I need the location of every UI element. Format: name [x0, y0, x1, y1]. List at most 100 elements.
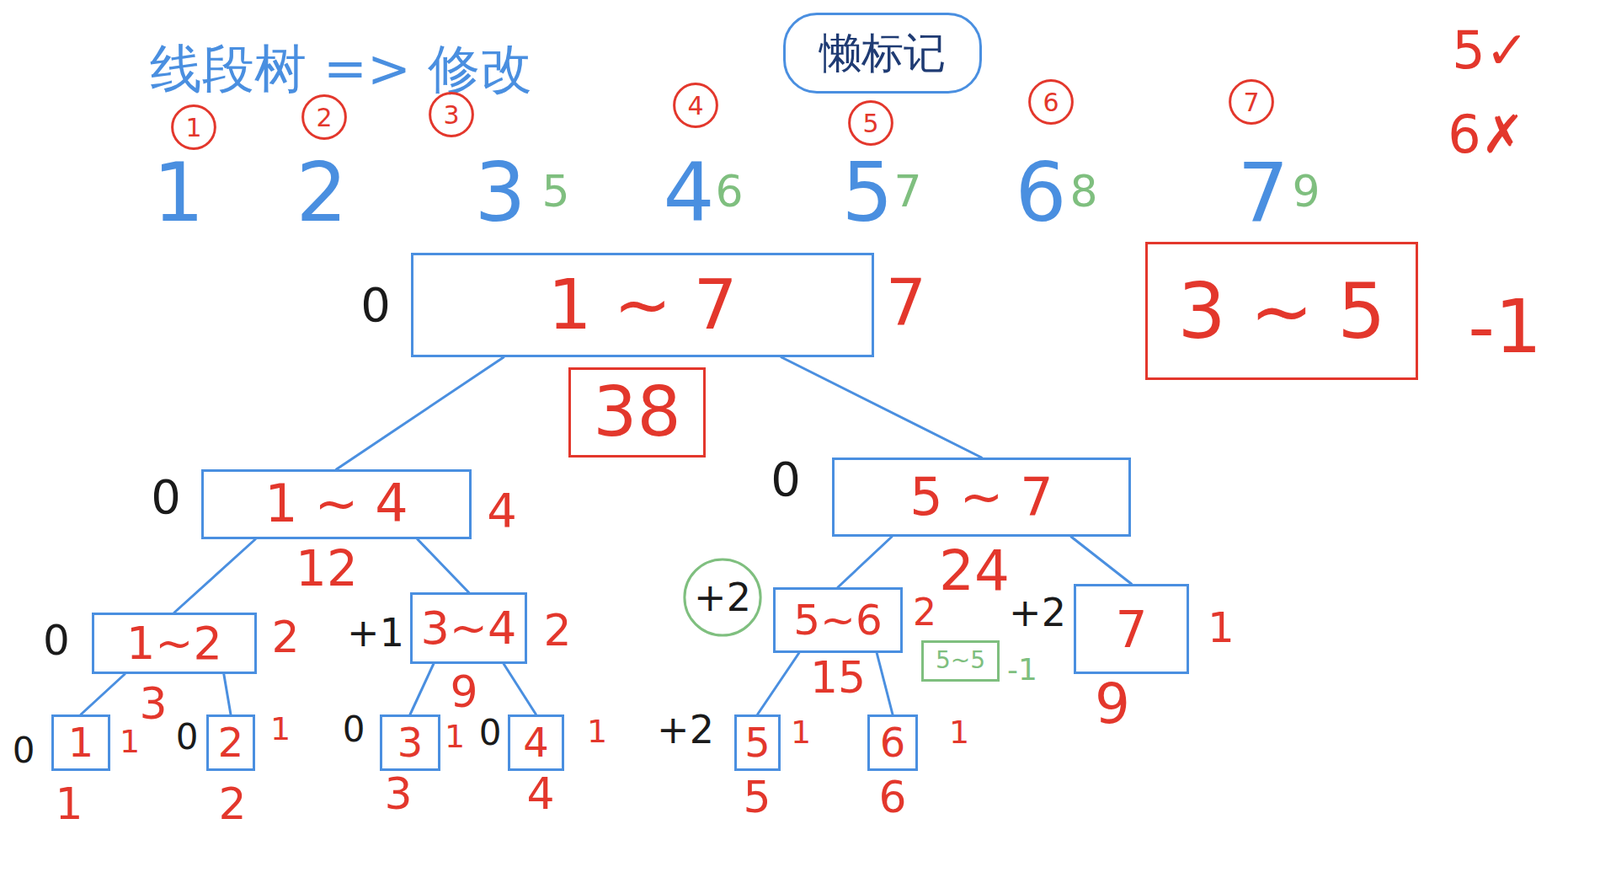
array-value: 5: [841, 149, 893, 239]
tree-edge: [174, 538, 256, 613]
node-text: 5: [862, 109, 879, 138]
tree-edge: [876, 652, 893, 715]
length-value: 1: [949, 714, 970, 751]
array-value: 7: [1237, 149, 1289, 239]
node-text: 1: [185, 113, 202, 142]
node-text: 5 ~ 7: [909, 468, 1053, 526]
node-text: 7: [1242, 88, 1259, 117]
sum-value: 1: [54, 779, 83, 828]
sum-value: 4: [526, 769, 555, 818]
length-value: 1: [119, 724, 140, 760]
sum-value: 5: [742, 773, 771, 822]
lazy-value: 0: [342, 709, 366, 749]
lazy-value: 0: [150, 470, 182, 523]
length-value: 4: [486, 484, 518, 537]
heading: 线段树 => 修改: [149, 40, 532, 98]
lazy-value: 0: [176, 717, 199, 757]
tree-node: 7: [1073, 583, 1190, 674]
index-circle: 5: [848, 100, 894, 146]
node-text: 3: [397, 720, 424, 765]
sum-value: 9: [449, 667, 478, 716]
index-circle: 4: [672, 82, 719, 128]
tree-edge: [837, 536, 892, 587]
lazy-value: 0: [479, 713, 502, 752]
length-value: 2: [271, 613, 299, 662]
index-circle: 1: [170, 104, 217, 150]
tree-node: 1 ~ 7: [410, 252, 875, 358]
tree-edge: [503, 663, 536, 715]
check-note: 5✓: [1451, 21, 1529, 80]
updated-value: 5: [541, 167, 570, 216]
lazy-mark-circle: +2: [682, 556, 763, 638]
node-text: 3: [442, 101, 459, 129]
node-text: 3 ~ 5: [1177, 269, 1386, 353]
leaf-node: 2: [206, 714, 256, 771]
length-value: 1: [790, 714, 811, 751]
node-text: 4: [687, 91, 704, 120]
length-value: 1: [586, 714, 608, 750]
updated-value: 9: [1291, 167, 1320, 216]
length-value: 1: [444, 719, 465, 755]
tree-node: 1~2: [91, 612, 257, 674]
node-text: 2: [315, 103, 332, 132]
node-text: 1 ~ 7: [547, 266, 737, 343]
index-circle: 3: [428, 91, 475, 138]
tree-edge: [781, 357, 982, 458]
tree-edge: [417, 538, 470, 592]
tree-edge: [224, 673, 231, 715]
length-value: 1: [1207, 604, 1235, 651]
tree-edge: [1071, 536, 1132, 584]
array-value: 6: [1014, 149, 1067, 239]
leaf-node: 5: [734, 714, 781, 771]
leaf-node: 1: [51, 714, 111, 771]
sum-value: 3: [384, 769, 412, 818]
query-range-box: 3 ~ 5: [1145, 241, 1419, 380]
node-text: 5: [744, 720, 771, 765]
array-value: 2: [295, 149, 347, 239]
node-text: 4: [522, 720, 550, 765]
node-text: 懒标记: [819, 30, 946, 77]
node-text: 6: [880, 720, 907, 765]
node-text: 5~5: [935, 647, 986, 674]
node-text: 7: [1114, 601, 1147, 657]
lazy-value: 0: [770, 453, 801, 506]
node-text: 1~2: [126, 618, 223, 668]
lazy-value: +2: [656, 708, 715, 752]
pushdown-box: 5~5: [921, 640, 1000, 682]
index-circle: 7: [1228, 79, 1275, 125]
leaf-node: 4: [507, 714, 565, 771]
length-value: 1: [270, 711, 291, 747]
sum-value: 3: [138, 679, 167, 728]
lazy-value: 0: [42, 617, 70, 664]
index-circle: 2: [301, 94, 347, 140]
leaf-node: 6: [867, 714, 918, 771]
updated-value: 8: [1069, 167, 1098, 216]
delta-value: -1: [1467, 286, 1542, 368]
sum-value: 12: [295, 542, 358, 597]
delta-value: -1: [1007, 652, 1038, 687]
sum-value: 6: [878, 773, 907, 822]
tree-edge: [757, 652, 800, 715]
sum-value: 15: [810, 653, 866, 702]
updated-value: 6: [714, 167, 743, 216]
node-text: 38: [592, 373, 681, 450]
array-value: 3: [474, 149, 526, 239]
lazy-value: +1: [346, 611, 405, 655]
node-text: +2: [693, 576, 752, 619]
sum-value: 9: [1094, 673, 1131, 736]
sum-value: 2: [218, 779, 246, 828]
lazy-value: +2: [1008, 591, 1067, 635]
tree-edge: [410, 663, 434, 715]
tree-edge: [336, 357, 505, 470]
array-value: 1: [152, 149, 204, 239]
lazy-value: 0: [360, 278, 391, 331]
length-value: 2: [543, 606, 571, 655]
node-text: 6: [1042, 88, 1059, 117]
sum-value: 24: [938, 540, 1010, 603]
node-text: 1 ~ 4: [264, 474, 408, 533]
cross-note: 6✗: [1447, 106, 1525, 164]
node-text: 3~4: [421, 602, 518, 653]
sum-box: 38: [568, 367, 706, 458]
updated-value: 7: [893, 167, 922, 216]
tree-node: 5~6: [773, 586, 903, 653]
